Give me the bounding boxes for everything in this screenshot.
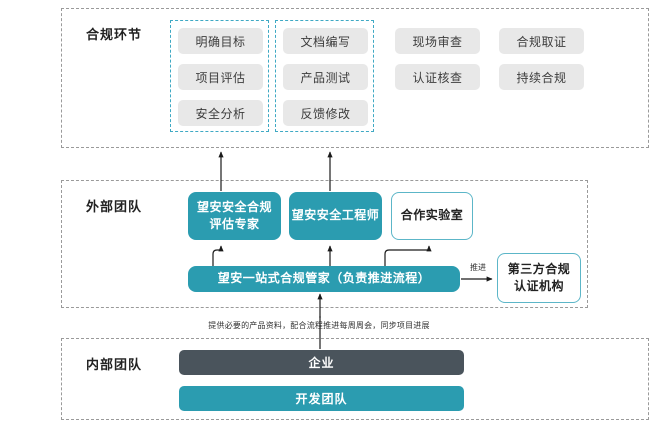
- node-third-party-certification-body[interactable]: 第三方合规 认证机构: [497, 253, 581, 303]
- compliance-step-pill[interactable]: 文档编写: [283, 28, 368, 54]
- node-label: 合作实验室: [400, 208, 464, 223]
- connector-label-push: 推进: [470, 263, 486, 272]
- node-label: 望安一站式合规管家（负责推进流程）: [217, 271, 431, 286]
- compliance-step-pill[interactable]: 持续合规: [499, 64, 584, 90]
- compliance-step-pill[interactable]: 现场审查: [395, 28, 480, 54]
- node-compliance-assessment-expert[interactable]: 望安安全合规 评估专家: [188, 192, 281, 240]
- section-compliance: [61, 8, 649, 148]
- compliance-group-highlight-2: [275, 20, 374, 132]
- section-title-internal-team: 内部团队: [86, 357, 143, 372]
- node-label: 望安安全工程师: [291, 208, 380, 223]
- compliance-step-pill[interactable]: 安全分析: [178, 100, 263, 126]
- node-development-team[interactable]: 开发团队: [179, 386, 464, 411]
- compliance-step-pill[interactable]: 反馈修改: [283, 100, 368, 126]
- compliance-step-pill[interactable]: 合规取证: [499, 28, 584, 54]
- compliance-group-highlight-1: [170, 20, 269, 132]
- node-enterprise[interactable]: 企业: [179, 350, 464, 375]
- compliance-step-pill[interactable]: 明确目标: [178, 28, 263, 54]
- node-label-line2: 评估专家: [209, 217, 260, 231]
- node-security-engineer[interactable]: 望安安全工程师: [289, 192, 382, 240]
- node-label-line1: 望安安全合规: [196, 199, 272, 214]
- section-title-external-team: 外部团队: [86, 199, 143, 214]
- node-label: 开发团队: [295, 392, 348, 406]
- section-title-compliance: 合规环节: [86, 27, 143, 42]
- node-one-stop-compliance-steward[interactable]: 望安一站式合规管家（负责推进流程）: [188, 266, 460, 292]
- section-internal-team: [61, 338, 649, 420]
- compliance-step-pill[interactable]: 项目评估: [178, 64, 263, 90]
- connector-caption-flow: 提供必要的产品资料，配合流程推进每周周会，同步项目进展: [208, 321, 430, 330]
- compliance-step-pill[interactable]: 认证核查: [395, 64, 480, 90]
- section-external-team: [61, 180, 588, 308]
- node-partner-laboratory[interactable]: 合作实验室: [391, 192, 473, 240]
- compliance-step-pill[interactable]: 产品测试: [283, 64, 368, 90]
- node-label-line2: 认证机构: [513, 279, 564, 293]
- node-label-line1: 第三方合规: [507, 261, 571, 276]
- node-label: 企业: [308, 356, 335, 370]
